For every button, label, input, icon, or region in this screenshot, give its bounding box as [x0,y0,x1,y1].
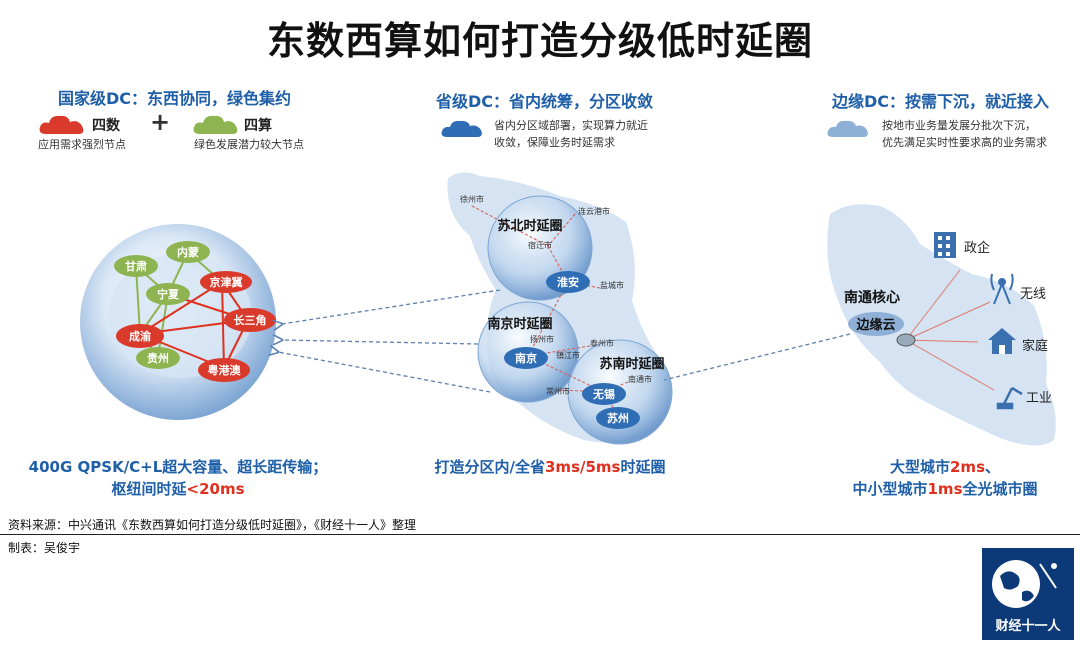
city-changzhou: 常州市 [546,386,570,396]
national-caption-line1: 400G QPSK/C+L超大容量、超长距传输； [28,458,328,476]
green-cloud-icon [193,115,238,134]
node-chengyu-label: 成渝 [129,329,152,343]
node-neimeng-label: 内蒙 [177,245,199,259]
edge-caption1-pre: 大型城市 [889,458,950,476]
app-home-label: 家庭 [1022,338,1048,354]
national-dc-title: 国家级DC：东西协同，绿色集约 [58,89,292,108]
node-ningxia: 宁夏 [146,283,190,305]
edge-links [905,269,995,391]
node-jingjinji: 京津冀 [200,271,252,293]
nanjing-circle-label: 南京时延圈 [487,316,552,332]
globe-icon [992,560,1057,608]
edge-desc-line1: 按地市业务量发展分批次下沉， [882,119,1036,132]
province-caption: 打造分区内/全省3ms/5ms时延圈 [400,456,700,478]
home-icon [988,328,1016,354]
edge-caption-line2: 中小型城市1ms全光城市圈 [820,478,1070,500]
national-caption-line2-text: 枢纽间时延 [111,480,187,498]
edge-core-node [896,333,916,347]
province-caption-pre: 打造分区内/全省 [434,458,545,476]
edge-caption: 大型城市2ms、 中小型城市1ms全光城市圈 [820,456,1070,500]
national-caption-line2: 枢纽间时延<20ms [8,478,348,500]
sunan-circle-label: 苏南时延圈 [599,356,664,372]
city-xuzhou: 徐州市 [460,194,484,204]
node-gansu: 甘肃 [114,255,158,277]
red-cloud-icon [39,115,84,134]
hub-huaian-label: 淮安 [557,275,579,289]
blue-cloud-icon [441,120,482,137]
node-jingjinji-label: 京津冀 [210,275,243,289]
legend-sishu-label: 四数 [92,118,120,134]
province-desc-line1: 省内分区域部署，实现算力就近 [494,119,648,132]
node-neimeng: 内蒙 [166,241,210,263]
node-chengyu: 成渝 [116,324,164,348]
dashed-connectors [278,289,851,393]
node-ningxia-label: 宁夏 [157,287,180,301]
node-yuegangao: 粤港澳 [198,358,250,382]
plus-sign: + [150,108,171,136]
hub-suzhou: 苏州 [596,407,640,429]
brand-logo-text: 财经十一人 [995,619,1061,634]
footer-divider [0,534,1080,535]
city-zhenjiang: 镇江市 [556,350,580,360]
node-guizhou: 贵州 [136,347,180,369]
hub-wuxi-label: 无锡 [592,387,615,401]
hub-huaian: 淮安 [546,271,590,293]
city-yangzhou: 扬州市 [530,334,554,344]
edge-caption2-pre: 中小型城市 [852,480,928,498]
node-gansu-label: 甘肃 [125,259,147,273]
building-icon [934,232,956,258]
legend-sishu-desc: 应用需求强烈节点 [38,138,126,151]
subei-circle-label: 苏北时延圈 [497,218,562,234]
legend-sisuan-desc: 绿色发展潜力较大节点 [194,138,304,151]
national-latency-value: <20ms [186,480,245,498]
city-yancheng: 盐城市 [600,280,624,290]
city-taizhou: 泰州市 [590,338,614,348]
brand-logo: 财经十一人 [982,548,1074,640]
national-caption: 400G QPSK/C+L超大容量、超长距传输； 枢纽间时延<20ms [8,456,348,500]
edge-cloud [848,312,904,336]
source-note: 资料来源：中兴通讯《东数西算如何打造分级低时延圈》，《财经十一人》整理 [8,518,417,532]
app-industry-label: 工业 [1026,391,1052,406]
edge-caption-line1: 大型城市2ms、 [820,456,1070,478]
province-dc-title: 省级DC：省内统筹，分区收敛 [436,92,654,111]
legend-sisuan-label: 四算 [244,118,272,134]
edge-desc-line2: 优先满足实时性要求高的业务需求 [882,136,1047,149]
city-suqian: 宿迁市 [528,240,552,250]
app-gov-label: 政企 [964,240,990,256]
node-changsanjiao: 长三角 [224,308,276,332]
edge-caption1-post: 、 [985,458,1001,476]
hub-suzhou-label: 苏州 [607,411,629,425]
city-lianyungang: 连云港市 [578,206,610,216]
author-note: 制表：吴俊宇 [8,541,81,555]
app-wireless-label: 无线 [1020,287,1046,302]
page-title: 东数西算如何打造分级低时延圈 [266,19,813,63]
edge-latency-large: 2ms [950,458,985,476]
province-caption-post: 时延圈 [620,458,666,476]
node-yuegangao-label: 粤港澳 [208,363,242,377]
node-changsanjiao-label: 长三角 [234,313,267,327]
hub-nanjing-label: 南京 [515,351,537,365]
edge-caption2-post: 全光城市圈 [962,480,1038,498]
edge-core-line2: 边缘云 [855,317,895,333]
nantong-map-shape [827,204,1056,446]
antenna-icon [990,273,1014,305]
province-latency-value: 3ms/5ms [545,458,621,476]
city-nantong: 南通市 [628,374,652,384]
node-guizhou-label: 贵州 [147,351,169,365]
hub-nanjing: 南京 [504,347,548,369]
province-desc-line2: 收敛，保障业务时延需求 [494,136,615,149]
light-blue-cloud-icon [827,120,868,137]
edge-core-line1: 南通核心 [844,289,900,306]
robot-arm-icon [996,386,1023,410]
edge-latency-small: 1ms [927,480,963,498]
edge-dc-title: 边缘DC：按需下沉，就近接入 [832,92,1050,111]
hub-wuxi: 无锡 [582,383,626,405]
